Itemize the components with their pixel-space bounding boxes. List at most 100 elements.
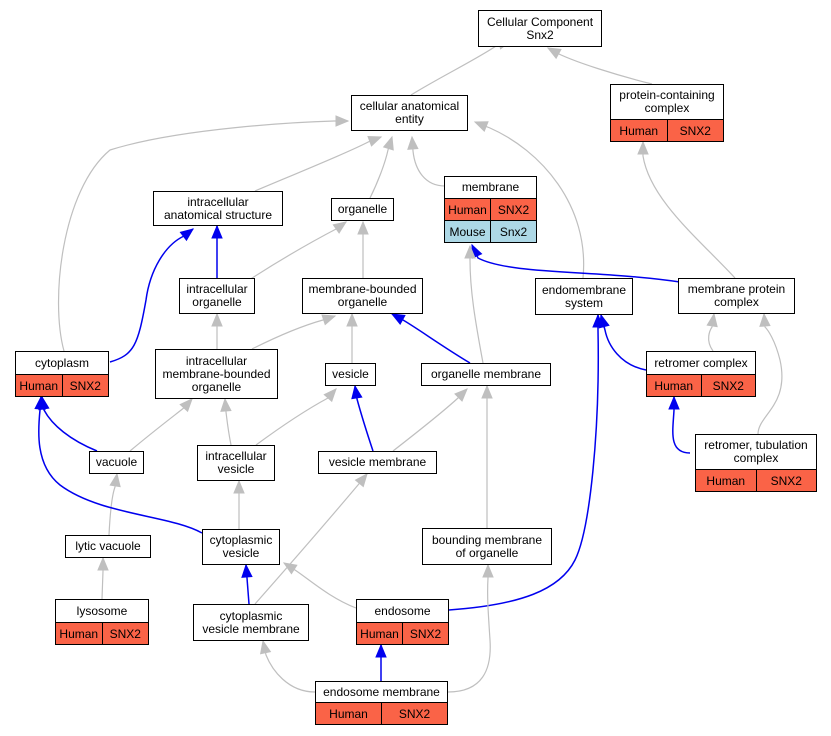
node-cytoplasmic-vesicle[interactable]: cytoplasmic vesicle (202, 529, 280, 565)
node-label: bounding membrane of organelle (431, 532, 543, 560)
arrowhead (354, 472, 368, 488)
node-label: lysosome (76, 603, 128, 618)
arrowhead (464, 244, 476, 259)
node-label: cellular anatomical entity (359, 99, 460, 126)
arrowhead (546, 47, 562, 60)
arrowhead (97, 556, 109, 571)
edge-arrow-blue (672, 397, 691, 454)
node-intracellular-organelle[interactable]: intracellular organelle (179, 278, 255, 314)
node-label: intracellular membrane-bounded organelle (162, 353, 271, 394)
gene-cell: SNX2 (700, 375, 755, 396)
node-label: membrane-bounded organelle (308, 282, 417, 309)
arrowhead (473, 121, 489, 132)
arrowhead (179, 398, 193, 413)
arrowhead (211, 312, 223, 327)
edge-arrow-blue (354, 385, 374, 452)
edge-arrow-gray (474, 121, 585, 279)
node-label: endomembrane system (541, 282, 627, 310)
arrowhead (481, 384, 493, 399)
arrowhead (335, 115, 350, 127)
node-bounding-membrane-of-organelle[interactable]: bounding membrane of organelle (422, 528, 552, 565)
gene-cell: Snx2 (490, 221, 536, 242)
edge-arrow-blue (41, 396, 98, 452)
node-label: cytoplasmic vesicle membrane (202, 608, 300, 636)
arrowhead (233, 479, 245, 494)
node-intracellular-membrane-bounded-organelle[interactable]: intracellular membrane-bounded organelle (155, 349, 278, 399)
node-vesicle-membrane[interactable]: vesicle membrane (318, 451, 437, 474)
arrowhead (454, 388, 468, 402)
node-label: protein-containing complex (619, 88, 715, 115)
arrowhead (282, 562, 298, 575)
arrowhead (332, 221, 348, 234)
edge-arrow-gray (283, 562, 357, 609)
edge-arrow-gray (254, 473, 368, 605)
node-label: retromer complex (654, 355, 748, 370)
species-cell: Human (445, 199, 490, 220)
arrowhead (351, 384, 363, 400)
node-vesicle[interactable]: vesicle (325, 363, 376, 386)
arrowhead (323, 388, 337, 403)
node-cytoplasmic-vesicle-membrane[interactable]: cytoplasmic vesicle membrane (193, 604, 309, 641)
gene-cell: SNX2 (61, 375, 108, 396)
node-label: cytoplasmic vesicle (209, 533, 273, 560)
node-label: retromer, tubulation complex (704, 438, 808, 465)
edge-arrow-gray (254, 136, 382, 192)
species-cell: Human (647, 375, 701, 396)
node-intracellular-anatomical-structure[interactable]: intracellular anatomical structure (153, 191, 283, 226)
edge-arrow-gray (547, 47, 653, 85)
node-label: Cellular Component Snx2 (486, 14, 594, 42)
arrowhead (34, 395, 46, 410)
edge-arrow-blue (37, 396, 203, 534)
gene-cell: SNX2 (666, 120, 723, 141)
species-cell: Human (696, 470, 756, 491)
arrowhead (259, 639, 272, 655)
gene-cell: SNX2 (101, 623, 148, 644)
edge-arrow-gray (411, 136, 446, 187)
edge-arrow-blue (391, 313, 471, 364)
node-label: vesicle membrane (328, 455, 427, 469)
species-cell: Human (56, 623, 102, 644)
node-lytic-vacuole[interactable]: lytic vacuole (65, 535, 151, 558)
node-label: organelle (337, 202, 388, 216)
edge-arrow-gray (757, 313, 783, 435)
arrowhead (346, 312, 358, 327)
node-cellular-anatomical-entity[interactable]: cellular anatomical entity (351, 95, 468, 131)
species-cell: Mouse (445, 221, 490, 242)
edge-arrow-gray (469, 246, 484, 364)
node-organelle-membrane[interactable]: organelle membrane (421, 363, 551, 386)
edge-arrow-gray (248, 221, 347, 281)
node-endomembrane-system[interactable]: endomembrane system (535, 278, 633, 315)
edge-arrow-gray (108, 473, 118, 536)
gene-cell: SNX2 (755, 470, 816, 491)
node-vacuole[interactable]: vacuole (89, 451, 144, 474)
node-label: membrane (461, 180, 520, 194)
gene-cell: SNX2 (381, 703, 447, 724)
arrowhead (706, 312, 718, 328)
node-label: cytoplasm (34, 355, 90, 370)
node-membrane-protein-complex[interactable]: membrane protein complex (678, 278, 795, 314)
edge-arrow-blue (600, 314, 647, 371)
edge-arrow-gray (392, 388, 468, 452)
node-membrane-bounded-organelle[interactable]: membrane-bounded organelle (302, 278, 423, 314)
node-intracellular-vesicle[interactable]: intracellular vesicle (197, 445, 275, 481)
arrowhead (592, 313, 604, 328)
edge-arrow-gray (708, 313, 715, 352)
node-organelle[interactable]: organelle (331, 198, 394, 221)
arrowhead (211, 224, 223, 239)
edge-arrow-gray (262, 640, 316, 693)
node-cellular-component[interactable]: Cellular Component Snx2 (478, 10, 602, 47)
arrowhead (759, 312, 771, 327)
